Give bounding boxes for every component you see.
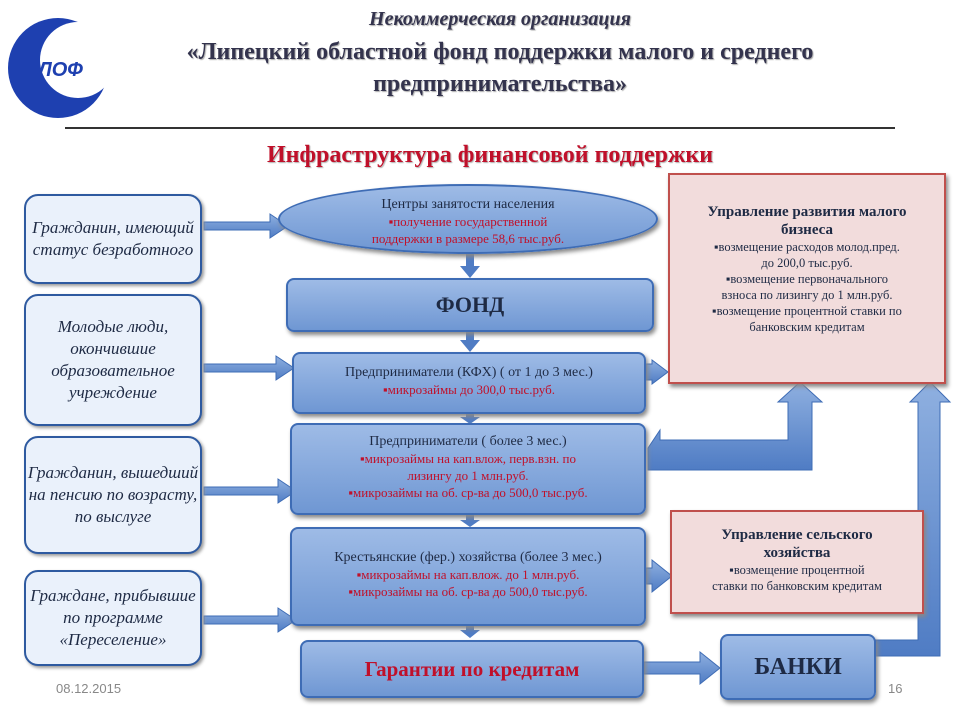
small-business-item: ▪возмещение первоначального <box>725 272 889 286</box>
entrepreneurs-kfh-title: Предприниматели (КФХ) ( от 1 до 3 мес.) <box>345 365 593 380</box>
small-business-title2: бизнеса <box>781 222 833 238</box>
arrow-down-4 <box>460 515 480 527</box>
org-type: Некоммерческая организация <box>369 8 631 30</box>
employment-line1: ▪получение государственной <box>388 214 548 229</box>
employment-line2: поддержки в размере 58,6 тыс.руб. <box>371 231 565 246</box>
box-resettlement: Граждане, прибывшие по программе «Пересе… <box>24 570 202 666</box>
agriculture-box: Управление сельского хозяйства ▪возмещен… <box>670 510 924 614</box>
small-business-item: взноса по лизингу до 1 млн.руб. <box>721 288 893 302</box>
entrepreneurs-3-box: Предприниматели ( более 3 мес.) ▪микроза… <box>290 423 646 515</box>
arrow-down-2 <box>460 332 480 352</box>
guarantees-box: Гарантии по кредитам <box>300 640 644 698</box>
page-title: Инфраструктура финансовой поддержки <box>266 142 714 168</box>
footer-date: 08.12.2015 <box>56 681 122 696</box>
entrepreneurs-kfh-line1: ▪микрозаймы до 300,0 тыс.руб. <box>382 382 555 397</box>
box-pensioner: Гражданин, вышедший на пенсию по возраст… <box>24 436 202 554</box>
org-name-line2: предпринимательства» <box>373 71 627 97</box>
agriculture-title1: Управление сельского <box>721 527 873 543</box>
farms-box: Крестьянские (фер.) хозяйства (более 3 м… <box>290 527 646 626</box>
box-youth-text: Молодые люди, окончившие образовательное… <box>51 317 175 402</box>
arrow-farms-right <box>645 558 673 594</box>
small-business-title1: Управление развития малого <box>707 204 907 220</box>
fund-label: ФОНД <box>435 292 505 317</box>
lof-logo: ЛОФ <box>8 6 140 118</box>
entrepreneurs-3-line3: ▪микрозаймы на об. ср-ва до 500,0 тыс.ру… <box>348 485 588 500</box>
box-unemployed: Гражданин, имеющий статус безработного <box>24 194 202 284</box>
guarantees-label: Гарантии по кредитам <box>364 656 580 681</box>
arrow-youth <box>203 355 295 381</box>
banks-box: БАНКИ <box>720 634 876 700</box>
small-business-item: до 200,0 тыс.руб. <box>761 256 853 270</box>
farms-line2: ▪микрозаймы на об. ср-ва до 500,0 тыс.ру… <box>348 584 588 599</box>
arrow-down-1 <box>460 254 480 278</box>
employment-title: Центры занятости населения <box>381 197 555 212</box>
farms-line1: ▪микрозаймы на кап.влож. до 1 млн.руб. <box>356 567 580 582</box>
arrow-banks-up <box>875 381 952 657</box>
arrow-pensioner <box>203 478 297 504</box>
entrepreneurs-3-line2: лизингу до 1 млн.руб. <box>407 468 529 483</box>
small-business-item: ▪возмещение процентной ставки по <box>712 304 902 318</box>
entrepreneurs-3-title: Предприниматели ( более 3 мес.) <box>369 434 567 449</box>
footer-page: 16 <box>888 681 903 696</box>
fund-box: ФОНД <box>286 278 654 332</box>
employment-centers: Центры занятости населения ▪получение го… <box>278 184 658 254</box>
small-business-item: ▪возмещение расходов молод.пред. <box>714 240 900 254</box>
box-resettlement-text: Граждане, прибывшие по программе «Пересе… <box>30 586 196 649</box>
agriculture-item: ▪возмещение процентной <box>729 563 865 577</box>
arrow-guarantees-banks <box>643 650 721 686</box>
agriculture-item: ставки по банковским кредитам <box>712 579 882 593</box>
farms-title: Крестьянские (фер.) хозяйства (более 3 м… <box>334 550 602 565</box>
org-name-line1: «Липецкий областной фонд поддержки малог… <box>186 39 814 65</box>
banks-label: БАНКИ <box>754 653 842 680</box>
box-unemployed-text: Гражданин, имеющий статус безработного <box>32 218 194 259</box>
arrow-entrepreneurs-up <box>647 381 824 471</box>
entrepreneurs-kfh-box: Предприниматели (КФХ) ( от 1 до 3 мес.) … <box>292 352 646 414</box>
arrow-unemployed <box>203 213 289 239</box>
small-business-box: Управление развития малого бизнеса ▪возм… <box>668 173 946 384</box>
small-business-item: банковским кредитам <box>749 320 865 334</box>
arrow-down-3 <box>460 413 480 424</box>
arrow-kfh-right <box>645 359 669 385</box>
logo-text: ЛОФ <box>36 59 83 81</box>
agriculture-title2: хозяйства <box>763 545 831 561</box>
box-youth: Молодые люди, окончившие образовательное… <box>24 294 202 426</box>
entrepreneurs-3-line1: ▪микрозаймы на кап.влож, перв.взн. по <box>360 451 576 466</box>
arrow-down-5 <box>460 626 480 638</box>
header-rule <box>65 127 895 129</box>
org-name: «Липецкий областной фонд поддержки малог… <box>130 36 870 100</box>
arrow-resettlement <box>203 607 297 633</box>
box-pensioner-text: Гражданин, вышедший на пенсию по возраст… <box>27 463 199 526</box>
